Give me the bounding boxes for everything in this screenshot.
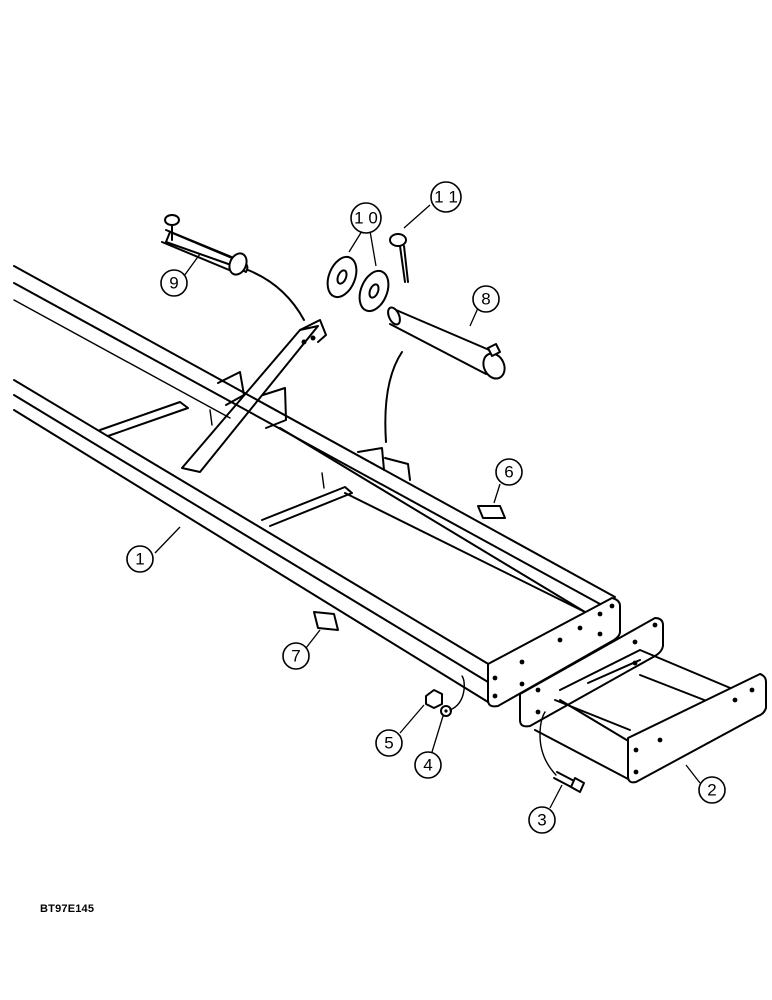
callout-2-label: 2 xyxy=(707,781,716,800)
callout-3-label: 3 xyxy=(537,811,546,830)
pin-9 xyxy=(161,214,305,321)
figure-reference-code: BT97E145 xyxy=(40,903,95,915)
callout-6: 6 xyxy=(493,458,523,504)
callout-7: 7 xyxy=(282,629,321,670)
callout-4-label: 4 xyxy=(423,756,432,775)
decal-7 xyxy=(313,611,339,631)
callout-11-label: 1 1 xyxy=(434,188,458,207)
callout-1-label: 1 xyxy=(135,550,144,569)
callout-1: 1 xyxy=(126,526,181,573)
callout-8-label: 8 xyxy=(481,290,490,309)
pin-8 xyxy=(384,306,506,443)
callout-5: 5 xyxy=(375,704,425,757)
washer-and-nut xyxy=(425,675,465,717)
callout-3: 3 xyxy=(528,784,563,834)
callout-8: 8 xyxy=(469,285,500,327)
washers-10 xyxy=(326,255,390,313)
callout-10-label: 1 0 xyxy=(354,209,378,228)
callout-7-label: 7 xyxy=(291,647,300,666)
callout-9: 9 xyxy=(160,253,201,297)
retaining-clip-11 xyxy=(389,233,409,283)
bolt xyxy=(539,711,585,793)
decal-6 xyxy=(477,505,506,519)
main-frame xyxy=(13,265,621,708)
callout-9-label: 9 xyxy=(169,274,178,293)
callout-4: 4 xyxy=(414,715,444,779)
callout-2: 2 xyxy=(685,764,726,804)
callout-5-label: 5 xyxy=(384,734,393,753)
callout-6-label: 6 xyxy=(504,463,513,482)
callout-11: 1 1 xyxy=(403,181,462,229)
callout-10: 1 0 xyxy=(348,202,382,267)
extension-frame xyxy=(519,617,767,784)
